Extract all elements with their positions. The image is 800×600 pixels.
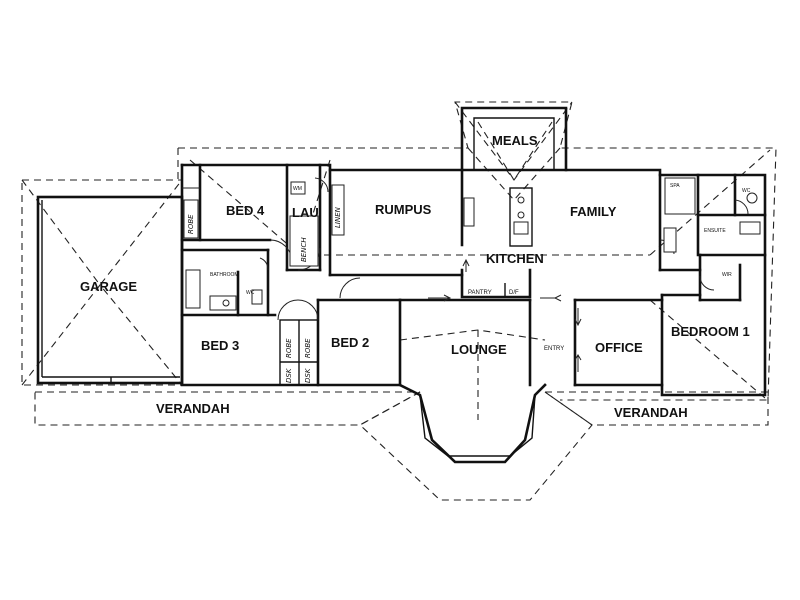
label-bed4: BED 4 — [226, 203, 265, 218]
label-df: D/F — [509, 290, 519, 296]
label-kitchen: KITCHEN — [486, 251, 544, 266]
label-linen: LINEN — [334, 206, 342, 228]
label-pantry: PANTRY — [468, 290, 492, 296]
label-wm: WM — [293, 186, 302, 192]
label-spa: SPA — [670, 183, 680, 189]
label-verandah-left: VERANDAH — [156, 401, 230, 416]
label-garage: GARAGE — [80, 279, 137, 294]
label-robe-bed4: ROBE — [187, 214, 195, 234]
label-rumpus: RUMPUS — [375, 202, 432, 217]
label-robe-bed2b: ROBE — [304, 338, 312, 358]
label-bathroom: BATHROOM — [210, 272, 239, 278]
room-labels: GARAGE BED 4 LAU RUMPUS MEALS FAMILY KIT… — [80, 133, 751, 420]
label-ensuite: ENSUITE — [704, 228, 726, 234]
label-bed3: BED 3 — [201, 338, 239, 353]
label-bench: BENCH — [300, 237, 308, 262]
label-wc-left: WC — [246, 290, 255, 296]
handwritten-labels: ROBE BENCH LINEN ROBE ROBE DSK DSK — [187, 206, 342, 383]
label-office: OFFICE — [595, 340, 643, 355]
label-meals: MEALS — [492, 133, 538, 148]
label-verandah-right: VERANDAH — [614, 405, 688, 420]
label-lounge: LOUNGE — [451, 342, 507, 357]
label-lau: LAU — [292, 205, 319, 220]
label-wc-right: WC — [742, 188, 751, 194]
label-entry: ENTRY — [544, 346, 564, 352]
label-dsk2: DSK — [304, 367, 312, 383]
label-family: FAMILY — [570, 204, 617, 219]
label-bedroom1: BEDROOM 1 — [671, 324, 750, 339]
flow-arrows — [428, 258, 582, 372]
label-wir: WIR — [722, 272, 732, 278]
label-dsk: DSK — [285, 367, 293, 383]
roof-outline — [21, 101, 777, 501]
fixtures — [183, 177, 761, 311]
label-bed2: BED 2 — [331, 335, 369, 350]
label-robe-bed2a: ROBE — [285, 338, 293, 358]
house-walls — [180, 106, 767, 464]
